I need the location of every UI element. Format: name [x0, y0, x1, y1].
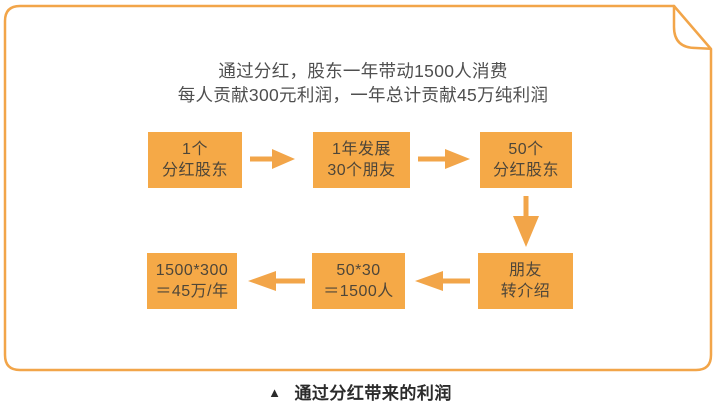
box-text-line: ＝45万/年	[155, 283, 229, 300]
flow-box-30-friends: 1年发展 30个朋友	[313, 132, 410, 188]
title-line-2: 每人贡献300元利润，一年总计贡献45万纯利润	[177, 85, 549, 105]
arrow-right-icon	[418, 149, 470, 169]
flow-box-1500-people: 50*30 ＝1500人	[312, 253, 405, 309]
box-text-line: 分红股东	[161, 162, 228, 179]
arrow-right-icon	[250, 149, 295, 169]
box-text-line: 1个	[182, 141, 208, 158]
flow-box-friend-referral: 朋友 转介绍	[478, 253, 573, 309]
caption-triangle-marker: ▲	[268, 385, 282, 400]
arrow-left-icon	[248, 271, 305, 291]
arrow-left-icon	[415, 271, 470, 291]
page-fold-icon	[672, 4, 712, 50]
box-text-line: 1500*300	[155, 262, 229, 279]
flow-box-50-shareholders: 50个 分红股东	[480, 132, 572, 188]
caption-text: 通过分红带来的利润	[294, 384, 452, 403]
box-text-line: 转介绍	[500, 283, 551, 300]
flow-box-one-shareholder: 1个 分红股东	[148, 132, 242, 188]
flow-box-450k-per-year: 1500*300 ＝45万/年	[147, 253, 237, 309]
box-text-line: 50个	[508, 141, 544, 158]
arrow-down-icon	[513, 196, 539, 247]
box-text-line: 1年发展	[332, 141, 391, 158]
box-text-line: 朋友	[508, 262, 542, 279]
box-text-line: ＝1500人	[323, 283, 394, 300]
diagram-title: 通过分红，股东一年带动1500人消费 每人贡献300元利润，一年总计贡献45万纯…	[0, 59, 720, 107]
box-text-line: 50*30	[336, 262, 381, 279]
box-text-line: 分红股东	[492, 162, 559, 179]
box-text-line: 30个朋友	[327, 162, 396, 179]
figure-caption: ▲ 通过分红带来的利润	[0, 379, 720, 404]
note-border	[3, 4, 713, 372]
title-line-1: 通过分红，股东一年带动1500人消费	[218, 61, 508, 81]
